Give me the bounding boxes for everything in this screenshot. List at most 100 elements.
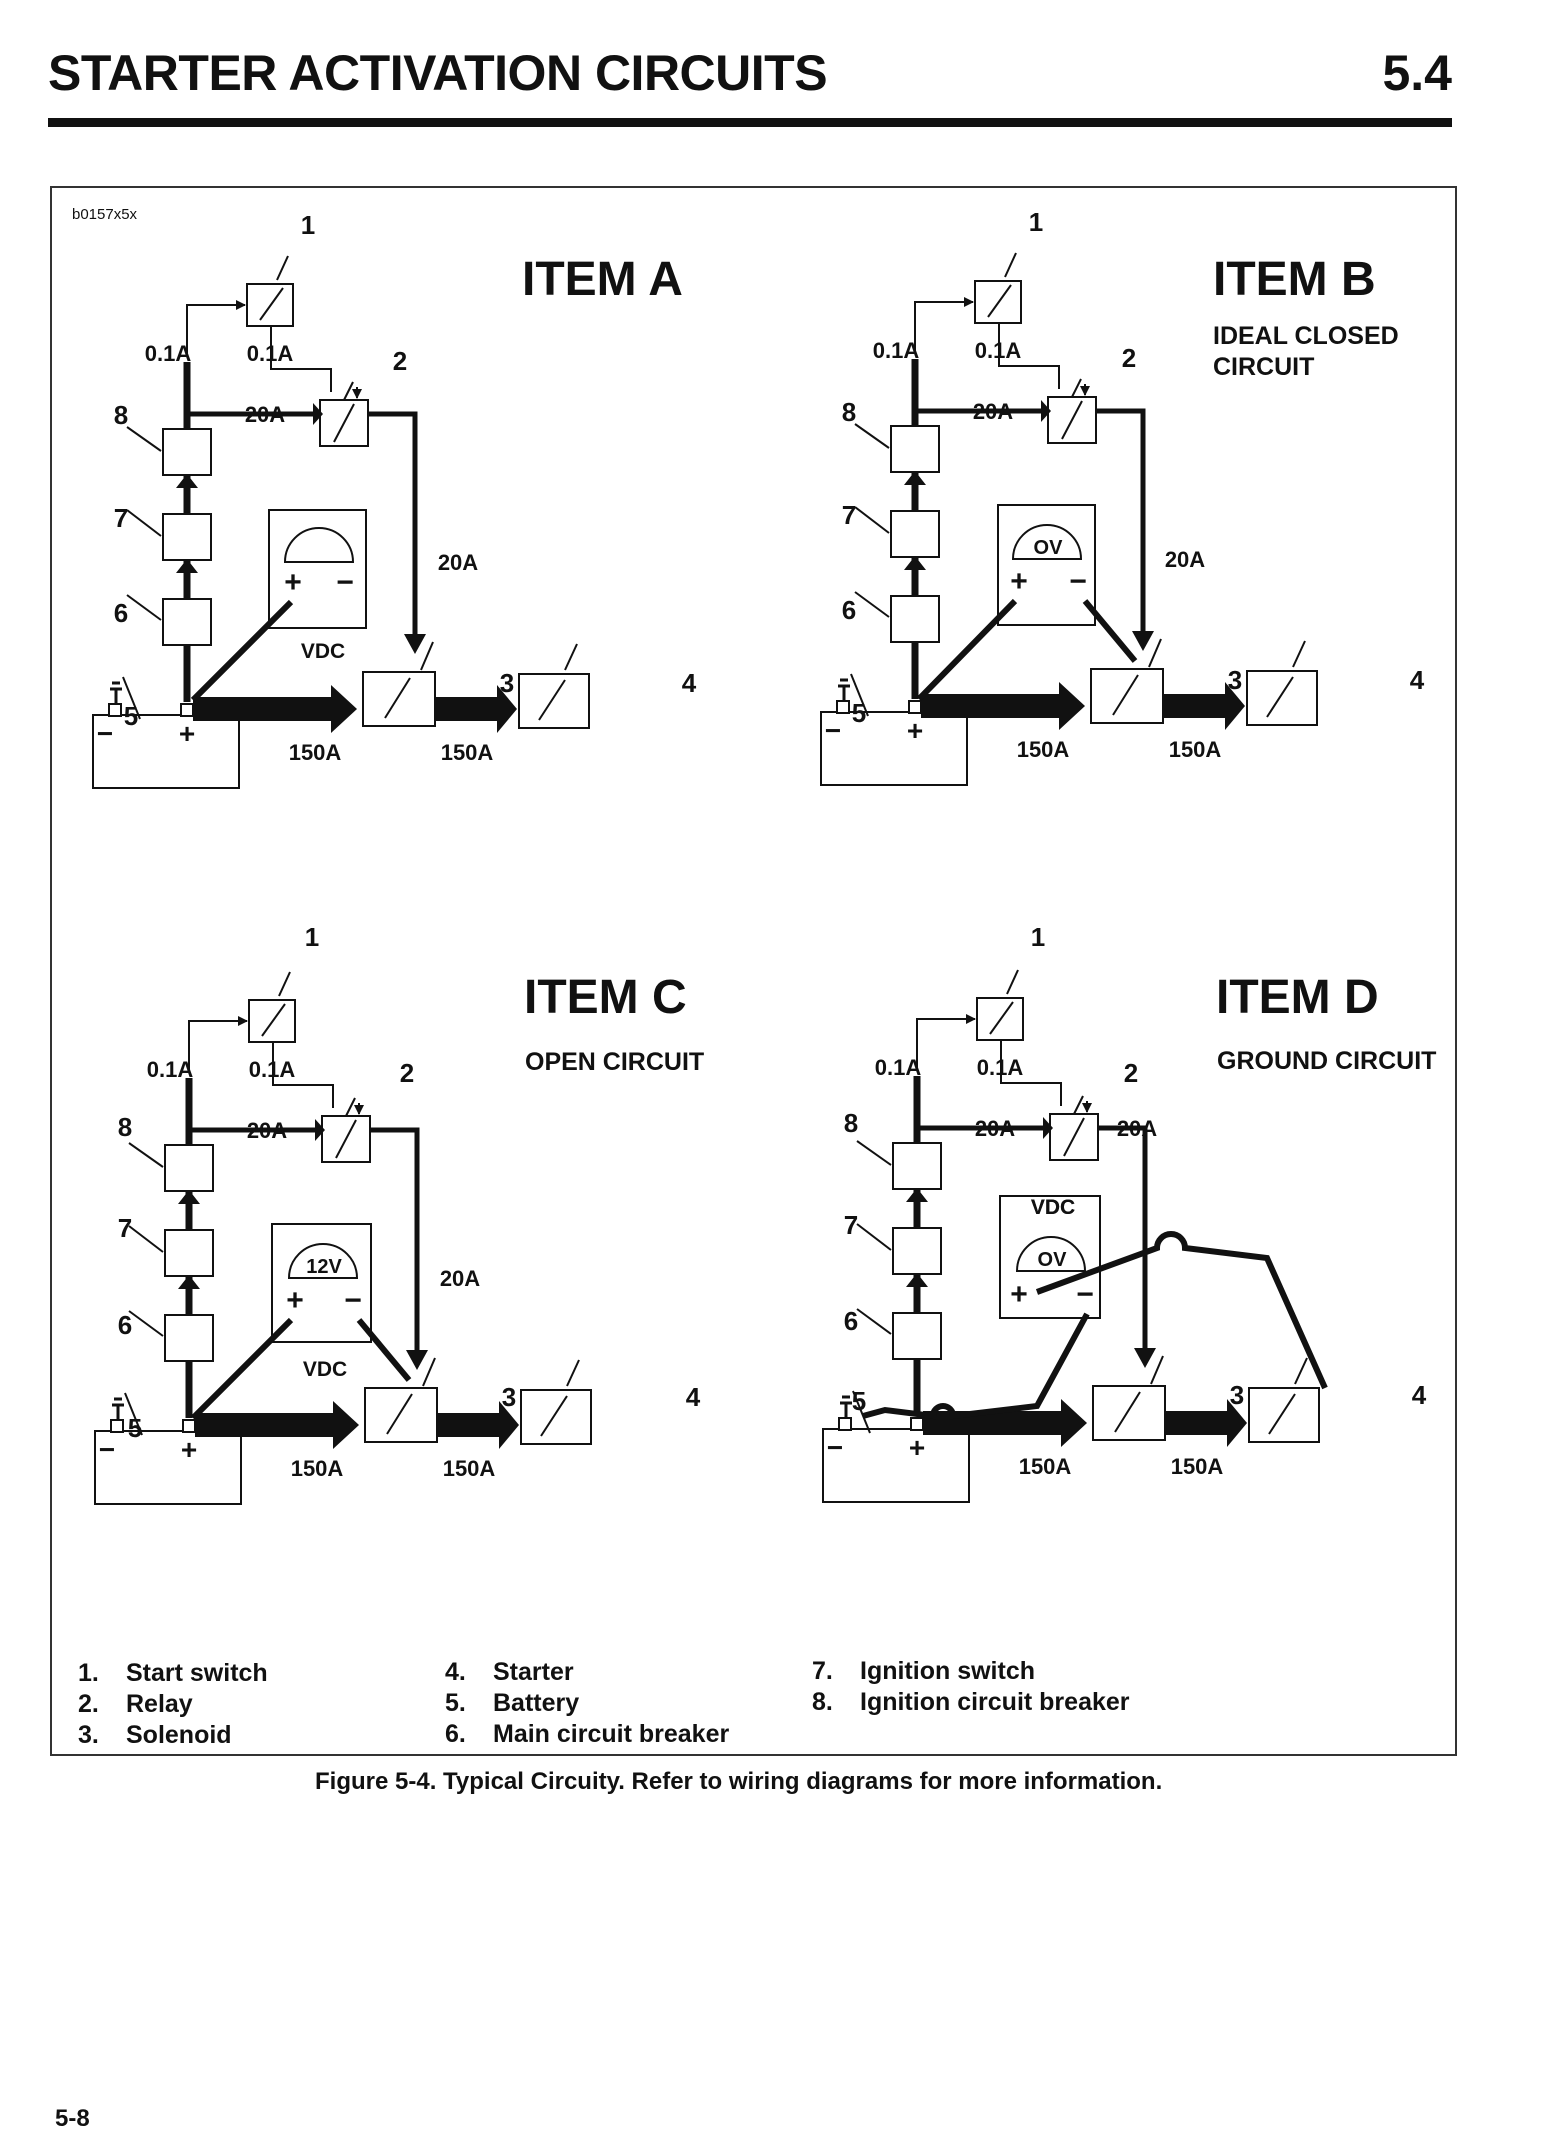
figure-caption: Figure 5-4. Typical Circuity. Refer to w… <box>315 1768 1163 1795</box>
svg-text:3: 3 <box>1228 665 1242 695</box>
svg-text:7: 7 <box>118 1213 132 1243</box>
svg-text:6: 6 <box>842 595 856 625</box>
svg-text:12V: 12V <box>306 1256 342 1278</box>
legend-item: 7.Ignition switch <box>812 1657 1035 1685</box>
svg-text:+: + <box>1010 1278 1028 1311</box>
svg-text:150A: 150A <box>1169 737 1222 762</box>
svg-text:20A: 20A <box>247 1118 287 1143</box>
legend-item: 3.Solenoid <box>78 1721 232 1749</box>
svg-text:2: 2 <box>1124 1058 1138 1088</box>
item-d-subtitle: GROUND CIRCUIT <box>1217 1047 1437 1075</box>
svg-text:0.1A: 0.1A <box>145 341 192 366</box>
legend-column-1: 1.Start switch 2.Relay 3.Solenoid <box>78 1658 268 1751</box>
figure-frame <box>50 186 1457 1756</box>
svg-text:−: − <box>1076 1278 1094 1311</box>
svg-text:OV: OV <box>1038 1249 1068 1271</box>
svg-text:0.1A: 0.1A <box>977 1055 1024 1080</box>
svg-text:5: 5 <box>124 701 138 731</box>
svg-text:7: 7 <box>844 1210 858 1240</box>
page-title: STARTER ACTIVATION CIRCUITS <box>48 45 828 101</box>
svg-text:8: 8 <box>114 400 128 430</box>
figure-code: b0157x5x <box>72 206 138 223</box>
svg-text:2: 2 <box>393 346 407 376</box>
svg-text:0.1A: 0.1A <box>873 338 920 363</box>
svg-text:1: 1 <box>1031 922 1045 952</box>
circuit-item-b: OV + − 0.1A 0.1A 20A 20A 150A 150A 1 2 3… <box>821 207 1425 785</box>
svg-text:8: 8 <box>842 397 856 427</box>
svg-text:8: 8 <box>844 1108 858 1138</box>
svg-text:+: + <box>284 566 302 599</box>
svg-text:20A: 20A <box>440 1266 480 1291</box>
item-b-heading: ITEM B <box>1213 253 1376 306</box>
svg-text:20A: 20A <box>245 402 285 427</box>
svg-text:3: 3 <box>500 668 514 698</box>
svg-text:20A: 20A <box>973 399 1013 424</box>
legend-item: 6.Main circuit breaker <box>445 1720 730 1748</box>
svg-text:VDC: VDC <box>301 640 345 663</box>
legend-item: 8.Ignition circuit breaker <box>812 1688 1130 1716</box>
circuit-item-c: 12V + − VDC 0.1A 0.1A 20A 20A 150A 150A … <box>95 922 701 1504</box>
svg-text:20A: 20A <box>975 1116 1015 1141</box>
svg-text:VDC: VDC <box>1031 1196 1075 1219</box>
svg-text:+: + <box>286 1284 304 1317</box>
header-rule <box>48 118 1452 127</box>
svg-text:−: − <box>1069 565 1087 598</box>
svg-text:150A: 150A <box>441 740 494 765</box>
svg-text:4: 4 <box>1412 1380 1427 1410</box>
svg-text:6: 6 <box>114 598 128 628</box>
svg-text:0.1A: 0.1A <box>147 1057 194 1082</box>
svg-text:3: 3 <box>502 1382 516 1412</box>
legend-item: 4.Starter <box>445 1658 574 1686</box>
section-number: 5.4 <box>1382 45 1452 101</box>
svg-text:3: 3 <box>1230 1380 1244 1410</box>
svg-text:20A: 20A <box>438 550 478 575</box>
item-d-heading: ITEM D <box>1216 971 1379 1024</box>
svg-text:VDC: VDC <box>303 1358 347 1381</box>
svg-text:4: 4 <box>1410 665 1425 695</box>
legend-item: 1.Start switch <box>78 1659 268 1687</box>
svg-text:150A: 150A <box>443 1456 496 1481</box>
item-c-subtitle: OPEN CIRCUIT <box>525 1048 705 1076</box>
svg-text:150A: 150A <box>291 1456 344 1481</box>
svg-text:1: 1 <box>301 210 315 240</box>
svg-text:OV: OV <box>1034 537 1064 559</box>
svg-text:150A: 150A <box>1171 1454 1224 1479</box>
circuit-item-a: + − VDC 0.1A 0.1A 20A 20A 150A 150A 1 2 … <box>93 210 697 788</box>
legend-column-3: 7.Ignition switch 8.Ignition circuit bre… <box>812 1656 1130 1718</box>
svg-text:8: 8 <box>118 1112 132 1142</box>
svg-text:4: 4 <box>686 1382 701 1412</box>
svg-text:0.1A: 0.1A <box>249 1057 296 1082</box>
svg-text:−: − <box>344 1284 362 1317</box>
svg-text:5: 5 <box>128 1413 142 1443</box>
svg-text:1: 1 <box>305 922 319 952</box>
svg-text:150A: 150A <box>289 740 342 765</box>
svg-text:150A: 150A <box>1019 1454 1072 1479</box>
svg-text:0.1A: 0.1A <box>247 341 294 366</box>
item-b-subtitle: IDEAL CLOSED CIRCUIT <box>1213 321 1399 383</box>
svg-text:1: 1 <box>1029 207 1043 237</box>
legend-item: 2.Relay <box>78 1690 193 1718</box>
svg-text:20A: 20A <box>1117 1116 1157 1141</box>
svg-text:5: 5 <box>852 698 866 728</box>
svg-text:2: 2 <box>400 1058 414 1088</box>
item-b-subtitle-line1: IDEAL CLOSED <box>1213 322 1399 350</box>
svg-text:20A: 20A <box>1165 547 1205 572</box>
svg-text:6: 6 <box>118 1310 132 1340</box>
svg-text:150A: 150A <box>1017 737 1070 762</box>
legend-column-2: 4.Starter 5.Battery 6.Main circuit break… <box>445 1657 729 1750</box>
item-b-subtitle-line2: CIRCUIT <box>1213 353 1315 381</box>
svg-text:0.1A: 0.1A <box>875 1055 922 1080</box>
svg-text:+: + <box>1010 565 1028 598</box>
svg-text:6: 6 <box>844 1306 858 1336</box>
circuit-item-d: OV + − VDC VDC 0.1A 0.1A 20A 20A 150A 15… <box>823 922 1427 1502</box>
svg-text:2: 2 <box>1122 343 1136 373</box>
svg-text:0.1A: 0.1A <box>975 338 1022 363</box>
item-c-heading: ITEM C <box>524 971 687 1024</box>
svg-text:−: − <box>336 566 354 599</box>
svg-text:5: 5 <box>852 1386 866 1416</box>
svg-text:4: 4 <box>682 668 697 698</box>
svg-text:7: 7 <box>842 500 856 530</box>
svg-text:7: 7 <box>114 503 128 533</box>
item-a-heading: ITEM A <box>522 253 683 306</box>
